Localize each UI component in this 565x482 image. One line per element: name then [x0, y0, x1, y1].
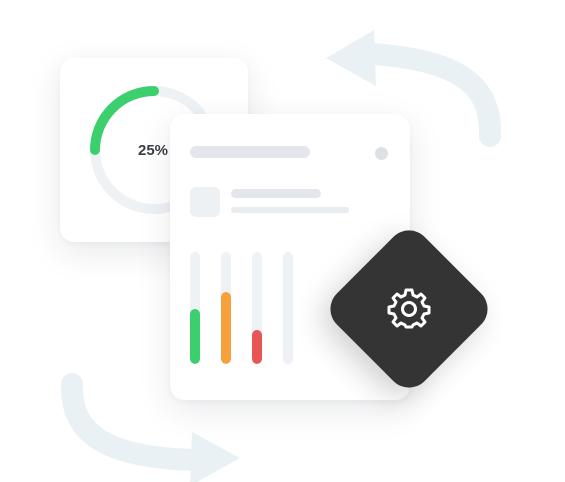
- arrow-top-right-icon: [361, 43, 502, 147]
- text-placeholder-line: [231, 189, 321, 198]
- arrow-bottom-left-icon: [60, 373, 207, 471]
- bar-green: [190, 309, 200, 364]
- bar-red: [252, 330, 262, 364]
- bar-track: [221, 252, 231, 364]
- bar-track: [283, 252, 293, 364]
- gear-icon: [387, 288, 431, 329]
- thumbnail-placeholder: [190, 187, 220, 217]
- title-placeholder: [190, 146, 310, 158]
- arrow-head-top-icon: [326, 30, 376, 86]
- bar-orange: [221, 292, 231, 364]
- bar-track: [190, 252, 200, 364]
- arrow-head-bottom-icon: [190, 432, 240, 482]
- progress-arc: [90, 86, 218, 214]
- bar-track: [252, 252, 262, 364]
- menu-dot[interactable]: [375, 147, 388, 160]
- progress-percent-label: 25%: [138, 142, 169, 159]
- text-placeholder-line: [231, 207, 349, 213]
